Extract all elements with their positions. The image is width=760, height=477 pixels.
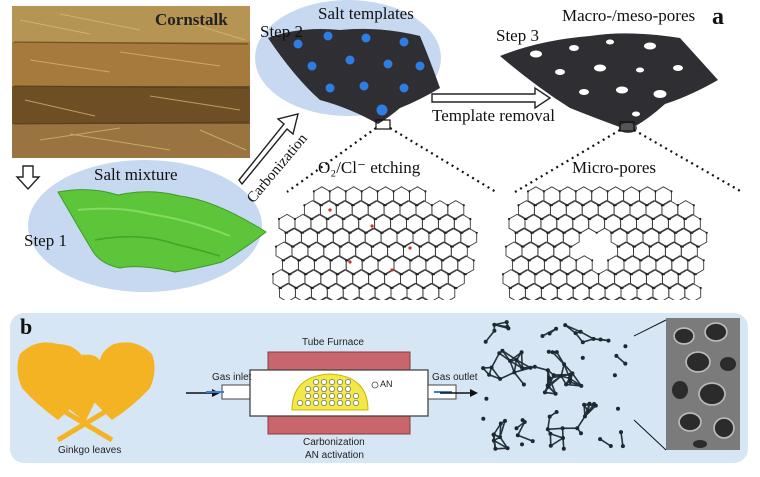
graphene-lattice-microporous [501,186,708,300]
carbonization-arrow-icon [238,113,299,186]
macro-meso-sheet [500,33,718,130]
an-legend-icon [371,381,379,389]
pore-holes [530,39,683,117]
ginkgo-leaf-icon [17,342,155,443]
panel-b-letter: b [20,314,33,339]
zoom-dotted-lines [286,127,743,193]
salt-spheres [293,31,425,116]
ginkgo-label: Ginkgo leaves [58,445,122,456]
step2-label: Step 2 [260,22,303,41]
carbonization-b-label: Carbonization [303,437,365,448]
an-legend-label: AN [380,379,393,389]
panel-a-letter: a [712,4,724,30]
step1-label: Step 1 [24,231,67,250]
step3-label: Step 3 [496,26,539,45]
down-arrow-icon [15,165,41,191]
salt-templates-sheet [268,28,440,124]
gas-inlet-label: Gas inlet [212,372,252,383]
cornstalk-photo [12,6,250,158]
gas-outlet-label: Gas outlet [432,372,478,383]
etching-label: O₂/Cl⁻ etching [318,158,421,177]
template-removal-label: Template removal [432,106,555,125]
cornstalk-label: Cornstalk [155,10,228,29]
salt-templates-label: Salt templates [318,4,414,23]
tube-furnace-label: Tube Furnace [302,337,364,348]
sem-micrograph [666,318,740,450]
graphene-lattice-etched [271,186,478,300]
micro-pores-label: Micro-pores [572,158,657,177]
salt-mixture-sheet [57,189,267,273]
macro-meso-label: Macro-/meso-pores [562,6,696,25]
an-activation-label: AN activation [305,450,364,461]
an-particles [297,379,359,406]
template-removal-arrow-icon [431,86,552,110]
salt-mixture-label: Salt mixture [94,165,178,184]
panel-a-diagram [12,0,743,300]
porous-carbon-network [481,320,628,451]
arrow-right-icon [470,389,478,397]
